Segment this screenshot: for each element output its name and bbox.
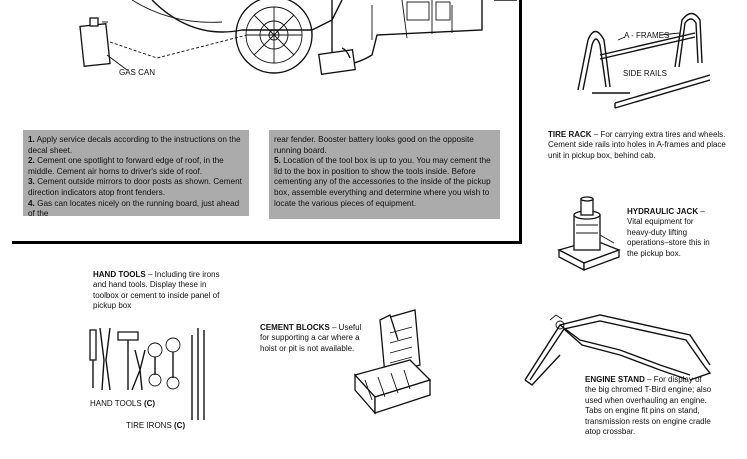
hand-tools-label: HAND TOOLS (C) [90,399,156,408]
truck-illustration [79,0,517,76]
instruction-3: 3. Cement outside mirrors to door posts … [28,177,242,197]
cement-blocks-caption: CEMENT BLOCKS – Useful for supporting a … [260,323,362,353]
hand-tools-caption: HAND TOOLS – Including tire irons and ha… [93,270,220,311]
tire-rack-caption: TIRE RACK – For carrying extra tires and… [548,130,726,160]
instruction-5: 5. Location of the tool box is up to you… [274,156,491,208]
instruction-4: 4. Gas can locates nicely on the running… [28,198,240,219]
side-rails-label: SIDE RAILS [623,69,668,78]
gas-can-label: GAS CAN [119,68,156,77]
instructions-right-box: rear fender. Booster battery looks good … [269,130,500,219]
engine-stand-caption: ENGINE STAND – For display of the big ch… [585,375,712,437]
instructions-left-box: 1. Apply service decals according to the… [23,130,249,218]
hydraulic-jack-illustration [557,196,621,272]
instruction-2: 2. Cement one spotlight to forward edge … [28,156,224,176]
tire-irons-label: TIRE IRONS (C) [126,421,186,430]
cement-blocks-illustration [353,309,432,415]
hand-tools-illustration [89,327,205,420]
tire-rack-illustration [577,12,710,109]
hydraulic-jack-caption: HYDRAULIC JACK – Vital equipment for hea… [627,207,710,258]
instruction-1: 1. Apply service decals according to the… [28,135,241,155]
truck-illustration-frame [12,0,522,244]
engine-stand-illustration [524,314,712,386]
instruction-continued: rear fender. Booster battery looks good … [274,135,474,155]
a-frames-label: A - FRAMES [624,31,670,40]
